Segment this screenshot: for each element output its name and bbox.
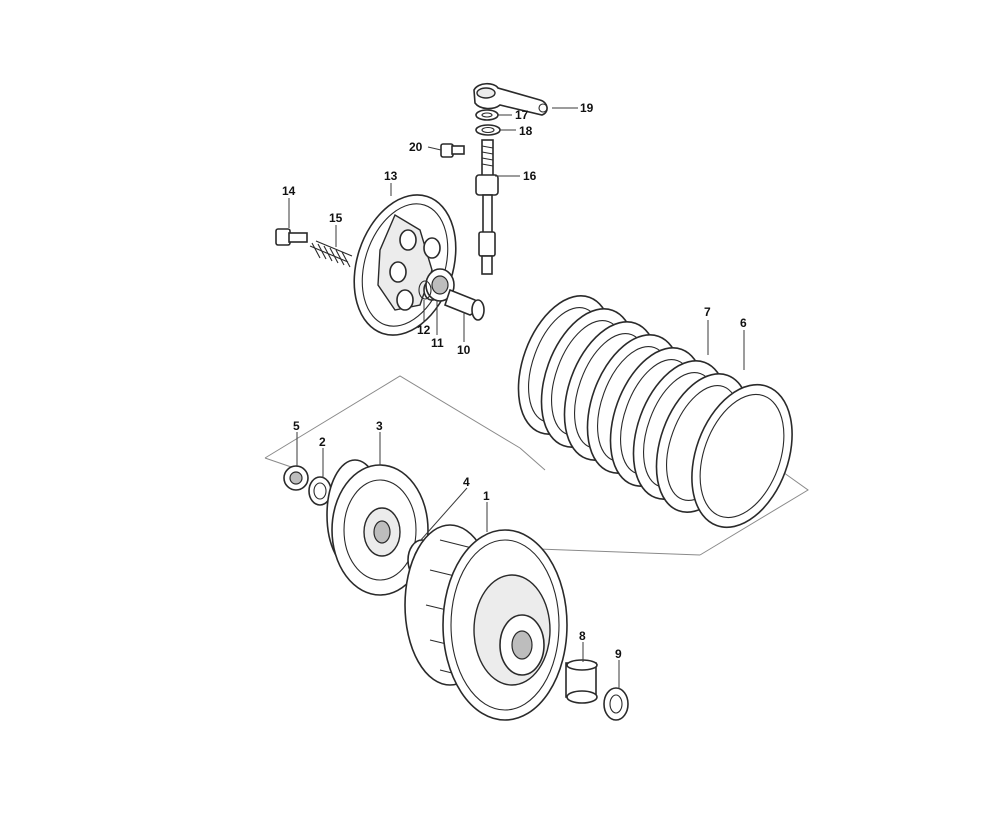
part-14-bolt [275,228,308,246]
part-13-pressure-plate [353,194,457,336]
callout-17: 17 [515,108,529,122]
callout-11: 11 [431,336,444,350]
callout-20: 20 [409,140,423,154]
callout-12: 12 [417,323,431,337]
part-11-bearing [425,268,455,302]
callout-labels: 19 17 18 16 20 13 14 15 12 11 10 7 6 5 2… [282,101,747,661]
callout-9: 9 [615,647,622,661]
callout-19: 19 [580,101,594,115]
callout-1: 1 [483,489,490,503]
callout-10: 10 [457,343,471,357]
part-8-bushing [565,659,598,704]
callout-3: 3 [376,419,383,433]
part-20-bolt [440,143,465,158]
part-5-nut [283,465,309,491]
callout-6: 6 [740,316,747,330]
part-17-washer [475,109,499,121]
part-3-clutch-hub [326,459,429,596]
callout-16: 16 [523,169,537,183]
part-16-pushrod-shaft [475,139,499,275]
leader-lines [288,107,745,689]
callout-5: 5 [293,419,300,433]
part-10-lifter-piece [444,288,485,321]
plate-8 [691,383,793,529]
callout-2: 2 [319,435,326,449]
callout-8: 8 [579,629,586,643]
clutch-plate-stack [517,295,793,529]
part-15-spring [309,240,353,268]
callout-18: 18 [519,124,533,138]
callout-14: 14 [282,184,296,198]
part-1-clutch-basket [404,524,568,721]
part-12-circlip [418,280,432,300]
callout-4: 4 [463,475,470,489]
callout-15: 15 [329,211,343,225]
callout-7: 7 [704,305,711,319]
part-9-washer [603,687,629,721]
part-18-washer [475,124,501,136]
part-19-release-lever [473,82,548,116]
callout-13: 13 [384,169,398,183]
